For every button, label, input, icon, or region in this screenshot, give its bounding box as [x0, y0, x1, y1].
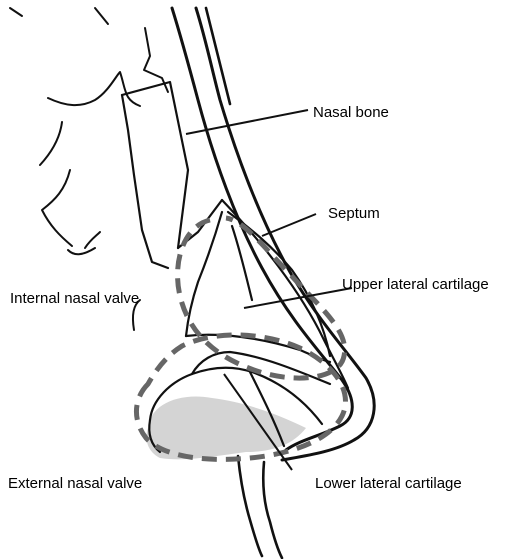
label-lower-lateral-cartilage: Lower lateral cartilage: [315, 475, 462, 492]
leader-septum: [262, 214, 316, 236]
label-upper-lateral-cartilage: Upper lateral cartilage: [342, 276, 489, 293]
label-nasal-bone: Nasal bone: [313, 104, 389, 121]
label-external-nasal-valve: External nasal valve: [8, 475, 142, 492]
nostril-shading: [147, 397, 307, 460]
frontal-bone-outline: [10, 8, 168, 330]
upper-lip-outline: [238, 456, 282, 558]
label-internal-nasal-valve: Internal nasal valve: [10, 290, 139, 307]
nasal-bone-shape: [122, 82, 222, 268]
label-septum: Septum: [328, 205, 380, 222]
leader-upper-lateral-cartilage: [244, 288, 352, 308]
